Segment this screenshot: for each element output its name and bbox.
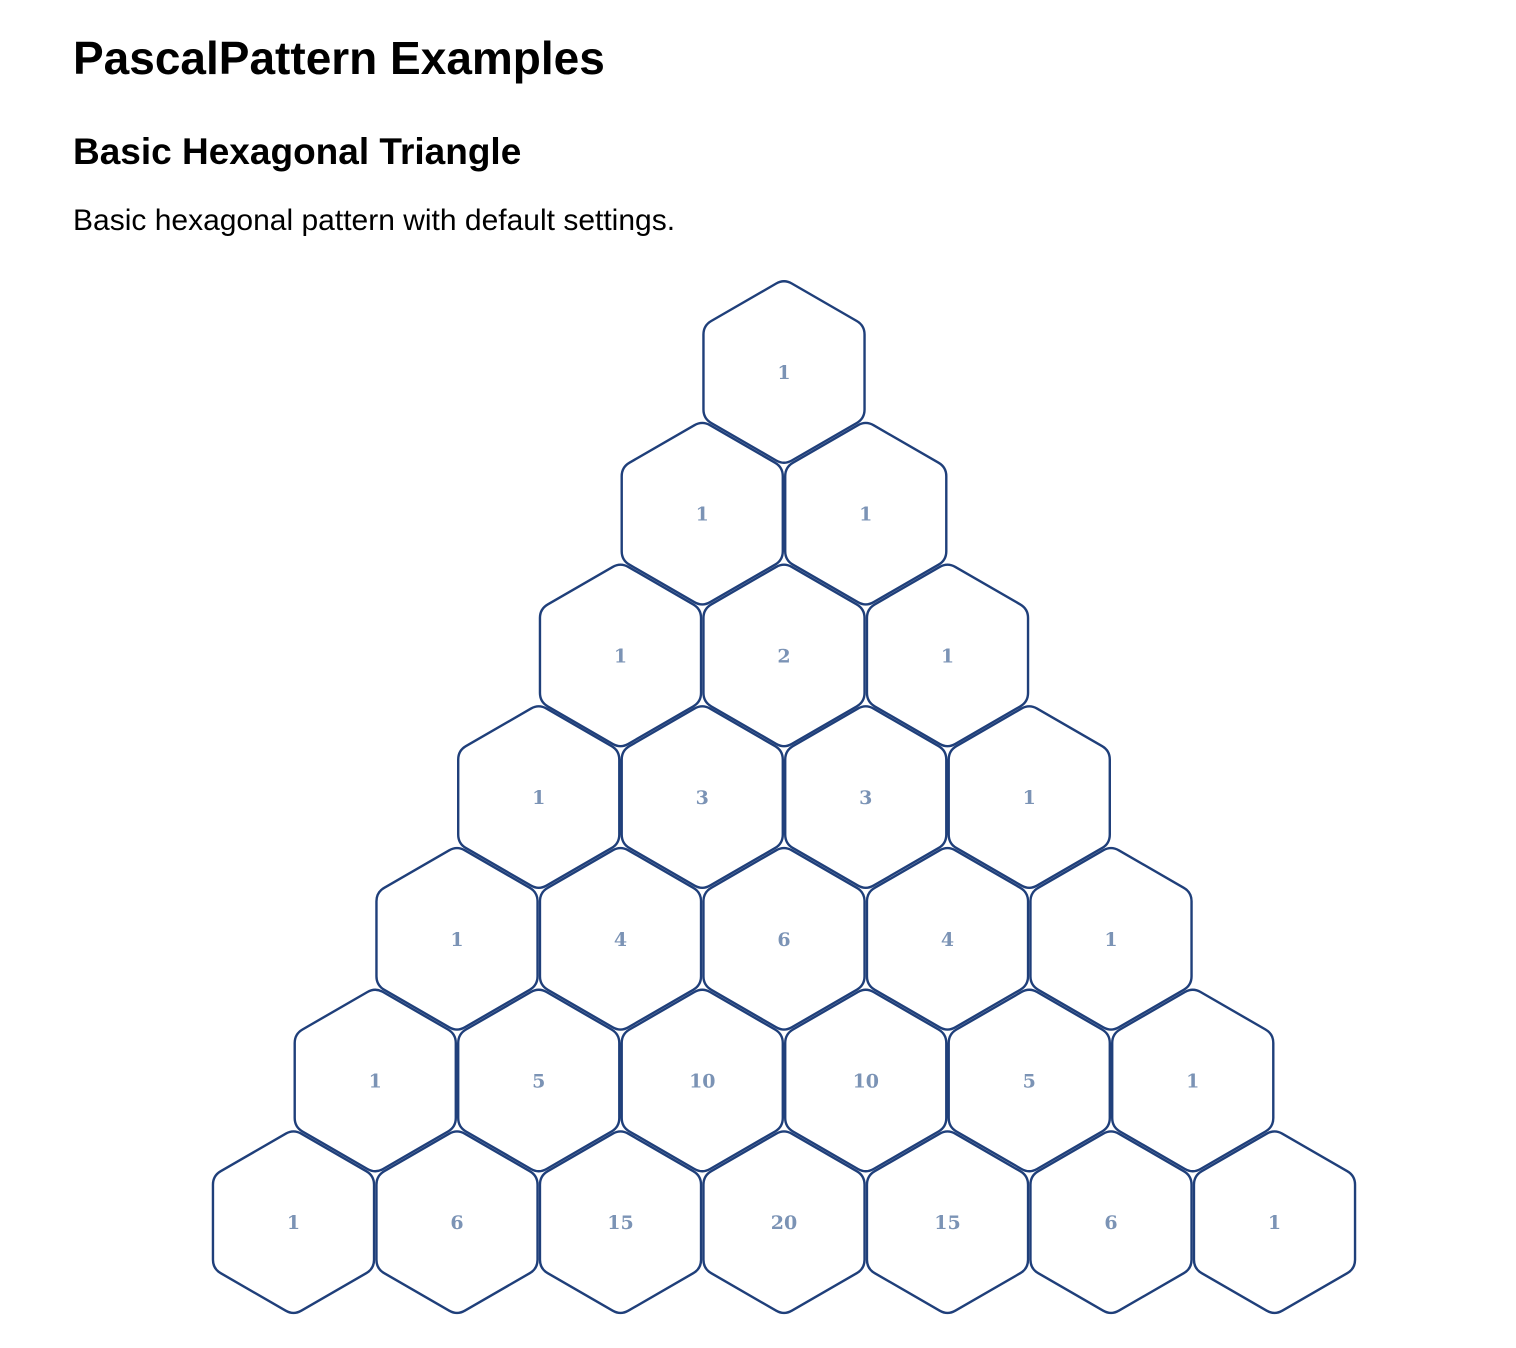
hex-cell-row6-col6: 1 bbox=[1192, 1130, 1357, 1315]
hex-cell-row2-col0: 1 bbox=[538, 563, 703, 748]
hexagon-shape bbox=[702, 280, 866, 464]
hex-value-label: 1 bbox=[287, 1212, 300, 1234]
hex-value-label: 2 bbox=[777, 645, 790, 667]
hex-value-label: 5 bbox=[1023, 1071, 1036, 1093]
hex-cell-row4-col3: 4 bbox=[865, 846, 1030, 1031]
hex-value-label: 6 bbox=[1104, 1212, 1117, 1234]
hexagon-shape bbox=[293, 988, 457, 1173]
hexagon-shape bbox=[702, 1130, 866, 1315]
hex-cell-row6-col3: 20 bbox=[702, 1130, 866, 1315]
hex-cell-row5-col5: 1 bbox=[1111, 988, 1275, 1173]
hex-value-label: 6 bbox=[777, 929, 790, 951]
hex-value-label: 1 bbox=[1186, 1071, 1199, 1093]
hexagon-shape bbox=[457, 705, 621, 890]
hex-value-label: 1 bbox=[1268, 1212, 1281, 1234]
hexagon-shape bbox=[538, 563, 703, 748]
hex-cell-row5-col0: 1 bbox=[293, 988, 457, 1173]
hex-cell-row6-col4: 15 bbox=[865, 1130, 1030, 1315]
hex-cell-row5-col4: 5 bbox=[947, 988, 1111, 1173]
hex-value-label: 10 bbox=[689, 1071, 715, 1093]
hex-cell-row5-col3: 10 bbox=[784, 988, 948, 1173]
hex-cell-row5-col2: 10 bbox=[620, 988, 784, 1173]
hex-value-label: 1 bbox=[1023, 787, 1036, 809]
hexagon-shape bbox=[865, 846, 1030, 1031]
hexagon-shape bbox=[538, 846, 703, 1031]
hex-value-label: 6 bbox=[450, 1212, 463, 1234]
hexagon-shape bbox=[457, 988, 621, 1173]
hexagon-shape bbox=[211, 1130, 376, 1315]
hexagon-shape bbox=[1192, 1130, 1357, 1315]
hexagon-shape bbox=[702, 563, 866, 748]
hex-value-label: 3 bbox=[696, 787, 709, 809]
hex-value-label: 1 bbox=[369, 1071, 382, 1093]
hex-value-label: 20 bbox=[771, 1212, 797, 1234]
hex-cell-row3-col0: 1 bbox=[457, 705, 621, 890]
hexagon-shape bbox=[784, 421, 948, 606]
hexagon-shape bbox=[375, 846, 539, 1031]
hexagon-shape bbox=[865, 1130, 1030, 1315]
hex-cell-row4-col2: 6 bbox=[702, 846, 866, 1031]
hex-cell-row1-col0: 1 bbox=[620, 421, 784, 606]
hex-cell-row3-col1: 3 bbox=[620, 705, 784, 890]
hex-value-label: 1 bbox=[941, 645, 954, 667]
section-description: Basic hexagonal pattern with default set… bbox=[73, 204, 676, 237]
hex-value-label: 5 bbox=[532, 1071, 545, 1093]
hex-cell-row5-col1: 5 bbox=[457, 988, 621, 1173]
hex-value-label: 1 bbox=[777, 362, 790, 384]
hexagon-shape bbox=[702, 846, 866, 1031]
hex-cell-row2-col2: 1 bbox=[865, 563, 1030, 748]
hex-value-label: 1 bbox=[696, 504, 709, 526]
hexagon-shape bbox=[620, 705, 784, 890]
hex-value-label: 4 bbox=[614, 929, 627, 951]
hexagon-shape bbox=[947, 705, 1111, 890]
hexagon-shape bbox=[375, 1130, 539, 1315]
hex-value-label: 1 bbox=[614, 645, 627, 667]
hex-cell-row6-col0: 1 bbox=[211, 1130, 376, 1315]
hex-value-label: 1 bbox=[1104, 929, 1117, 951]
hex-cell-row6-col2: 15 bbox=[538, 1130, 703, 1315]
hex-value-label: 1 bbox=[532, 787, 545, 809]
hexagon-shape bbox=[784, 705, 948, 890]
hex-cell-row1-col1: 1 bbox=[784, 421, 948, 606]
hexagon-shape bbox=[620, 421, 784, 606]
hex-cell-row0-col0: 1 bbox=[702, 280, 866, 464]
hex-value-label: 15 bbox=[934, 1212, 960, 1234]
hex-value-label: 4 bbox=[941, 929, 954, 951]
hexagon-shape bbox=[947, 988, 1111, 1173]
hex-value-label: 1 bbox=[859, 504, 872, 526]
hex-cell-row6-col1: 6 bbox=[375, 1130, 539, 1315]
hex-cell-row3-col3: 1 bbox=[947, 705, 1111, 890]
hex-cell-row2-col1: 2 bbox=[702, 563, 866, 748]
hex-cell-row3-col2: 3 bbox=[784, 705, 948, 890]
hexagon-shape bbox=[1111, 988, 1275, 1173]
hex-value-label: 15 bbox=[607, 1212, 633, 1234]
hexagon-shape bbox=[1029, 846, 1193, 1031]
hexagon-shape bbox=[538, 1130, 703, 1315]
hex-cell-row4-col4: 1 bbox=[1029, 846, 1193, 1031]
hex-value-label: 3 bbox=[859, 787, 872, 809]
hexagon-shape bbox=[784, 988, 948, 1173]
hex-cell-row4-col0: 1 bbox=[375, 846, 539, 1031]
hexagon-shape bbox=[620, 988, 784, 1173]
hexagon-shape bbox=[1029, 1130, 1193, 1315]
hexagon-shape bbox=[865, 563, 1030, 748]
hex-value-label: 10 bbox=[853, 1071, 879, 1093]
section-heading: Basic Hexagonal Triangle bbox=[73, 131, 522, 172]
hex-cell-row6-col5: 6 bbox=[1029, 1130, 1193, 1315]
hex-value-label: 1 bbox=[450, 929, 463, 951]
hex-cell-row4-col1: 4 bbox=[538, 846, 703, 1031]
page-title: PascalPattern Examples bbox=[73, 32, 605, 84]
